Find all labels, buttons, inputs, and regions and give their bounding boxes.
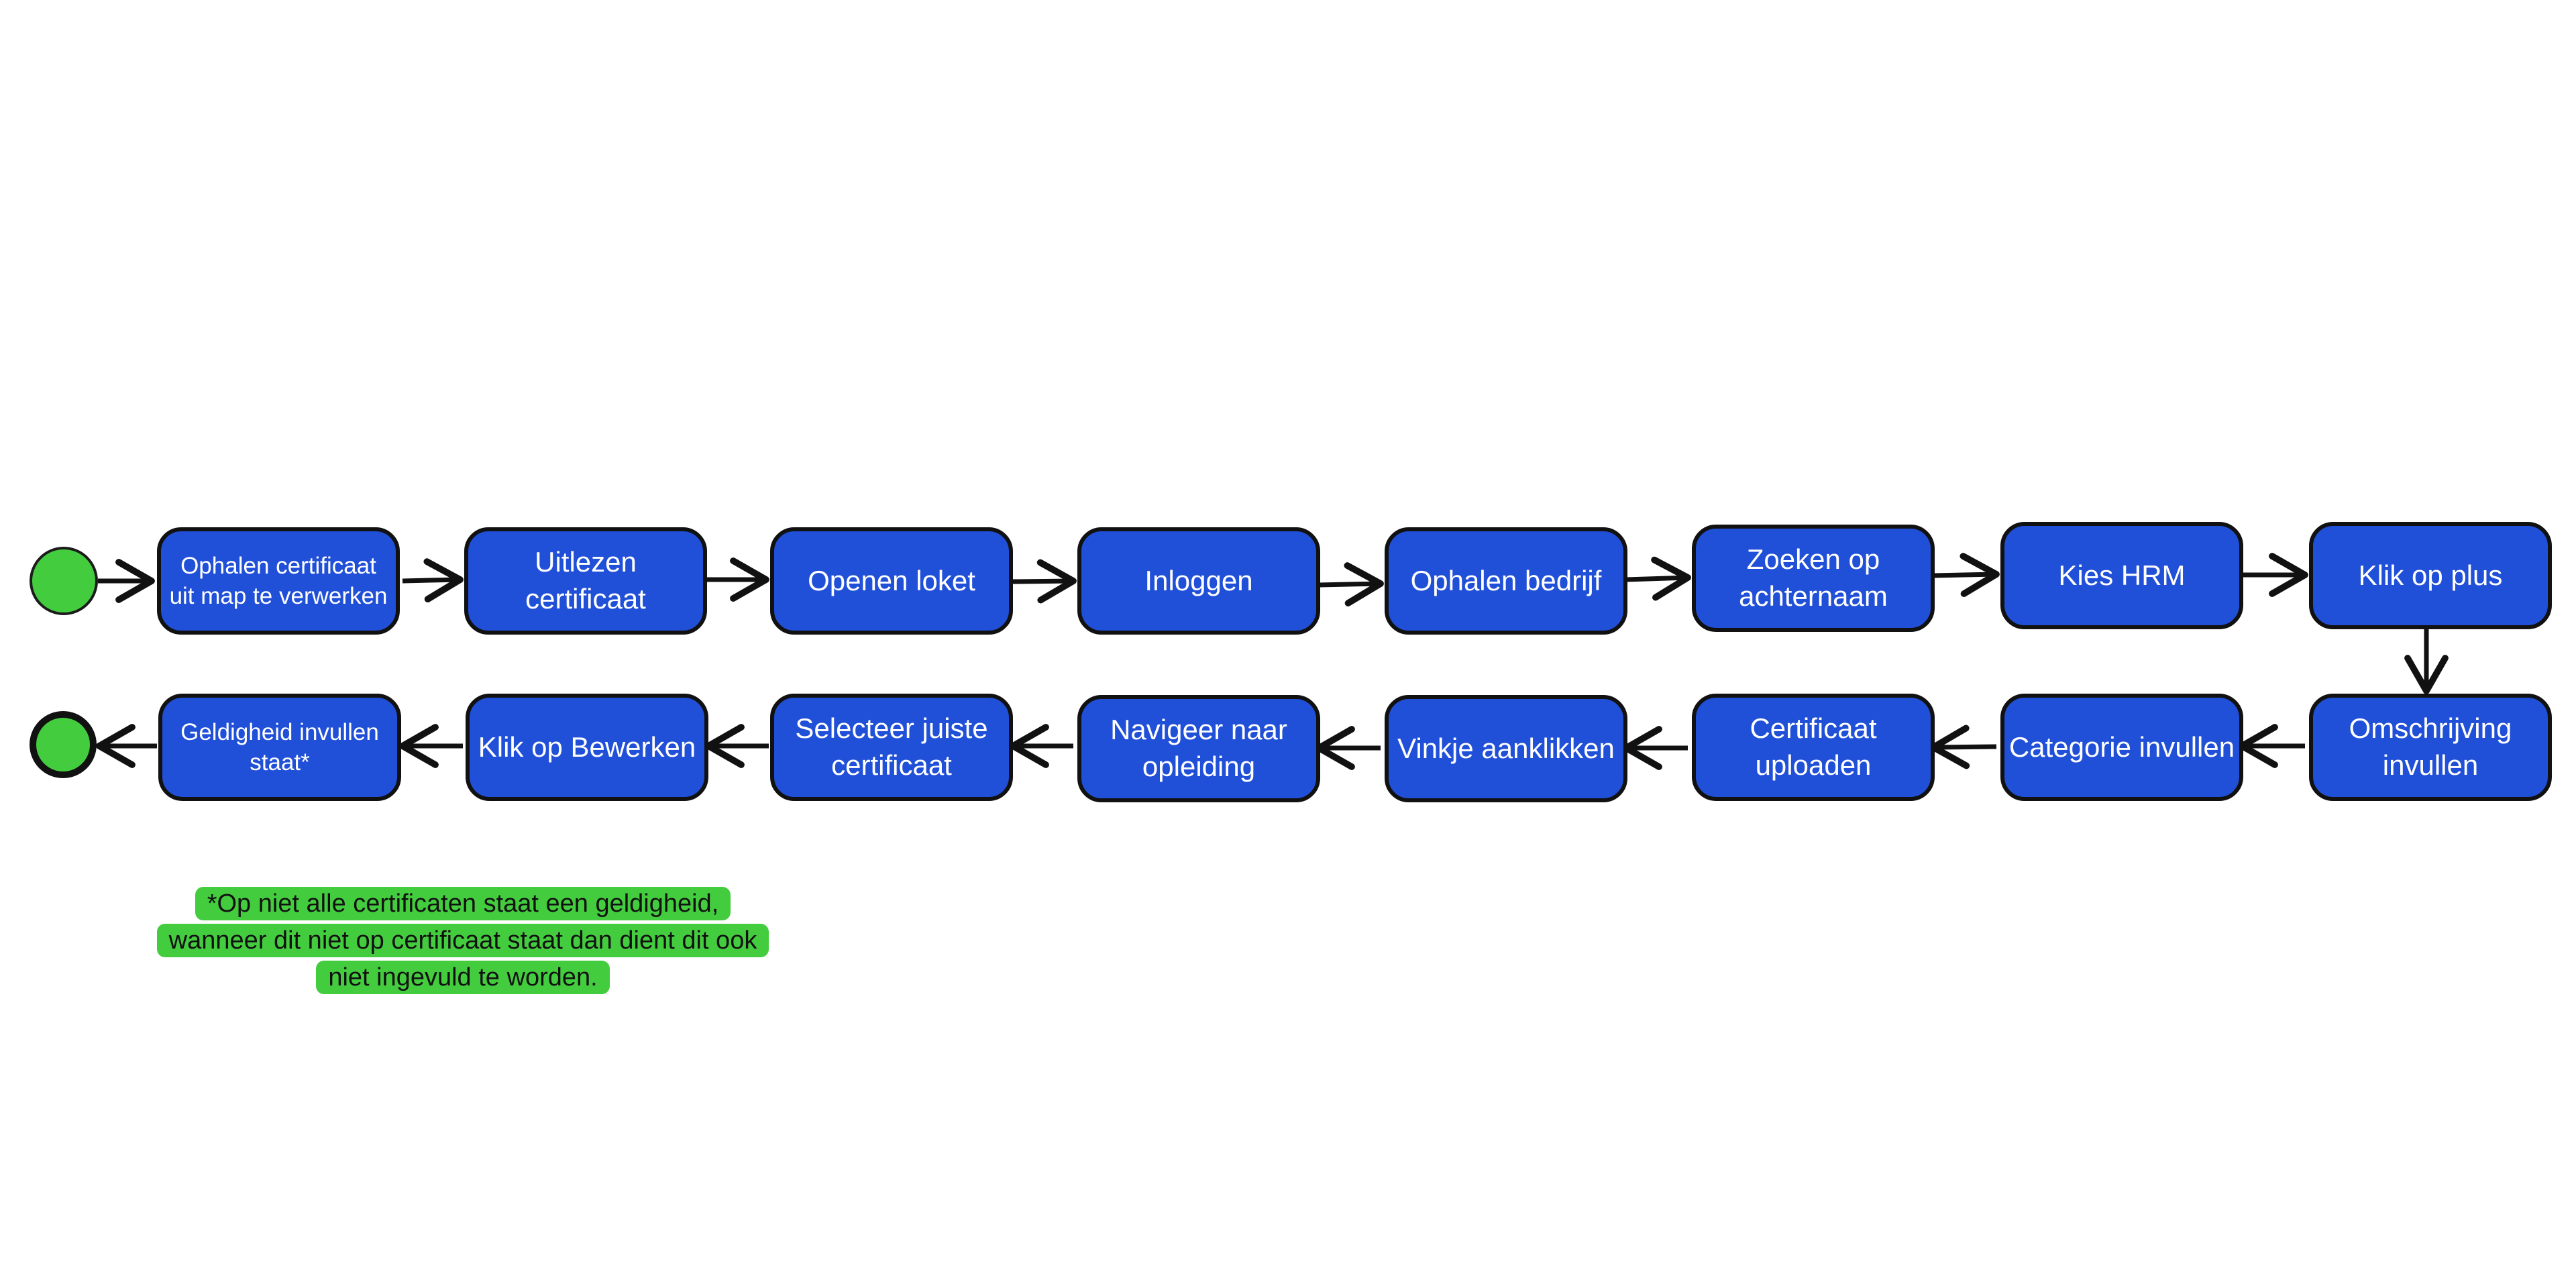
arrow-ophalen-certificaat-to-uitlezen-certificaat bbox=[402, 558, 464, 603]
footnote: *Op niet alle certificaten staat een gel… bbox=[154, 885, 771, 996]
step-klik-op-plus: Klik op plus bbox=[2309, 522, 2552, 629]
step-zoeken-op-achternaam: Zoeken op achternaam bbox=[1692, 525, 1935, 632]
arrow-zoeken-op-achternaam-to-kies-hrm bbox=[1933, 553, 2000, 597]
arrow-inloggen-to-ophalen-bedrijf bbox=[1318, 562, 1384, 606]
step-ophalen-bedrijf: Ophalen bedrijf bbox=[1385, 527, 1627, 635]
step-certificaat-uploaden: Certificaat uploaden bbox=[1692, 694, 1935, 801]
arrow-openen-loket-to-inloggen bbox=[1012, 559, 1077, 604]
start-node bbox=[30, 547, 98, 615]
step-omschrijving-invullen: Omschrijving invullen bbox=[2309, 694, 2552, 801]
step-vinkje-aanklikken: Vinkje aanklikken bbox=[1385, 695, 1627, 802]
step-ophalen-certificaat: Ophalen certificaat uit map te verwerken bbox=[157, 527, 400, 635]
step-openen-loket: Openen loket bbox=[770, 527, 1013, 635]
step-inloggen: Inloggen bbox=[1077, 527, 1320, 635]
arrow-ophalen-bedrijf-to-zoeken-op-achternaam bbox=[1625, 556, 1691, 601]
step-klik-op-bewerken: Klik op Bewerken bbox=[466, 694, 708, 801]
step-geldigheid-invullen: Geldigheid invullen staat* bbox=[158, 694, 401, 801]
end-node bbox=[30, 711, 97, 778]
step-navigeer-naar-opleiding: Navigeer naar opleiding bbox=[1077, 695, 1320, 802]
footnote-text: *Op niet alle certificaten staat een gel… bbox=[156, 887, 769, 994]
step-kies-hrm: Kies HRM bbox=[2000, 522, 2243, 629]
step-categorie-invullen: Categorie invullen bbox=[2000, 694, 2243, 801]
step-selecteer-juiste-certificaat: Selecteer juiste certificaat bbox=[770, 694, 1013, 801]
step-uitlezen-certificaat: Uitlezen certificaat bbox=[464, 527, 707, 635]
